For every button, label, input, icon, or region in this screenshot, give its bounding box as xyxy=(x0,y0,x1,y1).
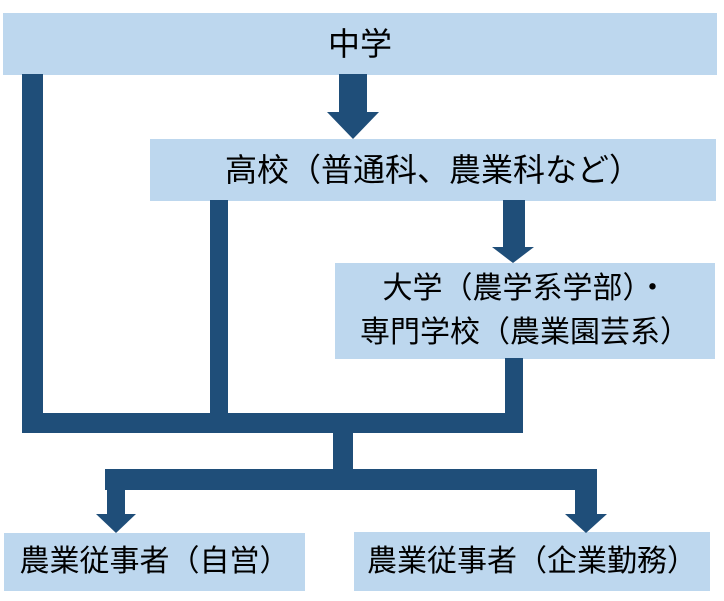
connector-high-school-drop xyxy=(210,200,228,433)
connector-merge-bar xyxy=(22,413,523,433)
arrow-down-icon xyxy=(96,514,136,533)
connector-split-bar xyxy=(105,469,597,490)
arrow-down-icon xyxy=(565,514,607,533)
node-farmer-self-employed: 農業従事者（自営） xyxy=(4,533,305,591)
node-university-label-line1: 大学（農学系学部）・ xyxy=(382,272,668,305)
arrow-high-to-university-shaft xyxy=(503,200,525,249)
node-university-vocational: 大学（農学系学部）・ 専門学校（農業園芸系） xyxy=(335,263,715,359)
connector-middle-drop xyxy=(333,433,353,470)
arrow-middle-to-high-shaft xyxy=(339,74,367,114)
node-middle-school: 中学 xyxy=(3,13,717,75)
arrow-down-icon xyxy=(492,247,534,263)
arrow-to-farmer-company-shaft xyxy=(575,489,597,517)
node-university-label-line2: 専門学校（農業園芸系） xyxy=(360,316,690,349)
node-high-school: 高校（普通科、農業科など） xyxy=(150,139,716,201)
node-farmer-company: 農業従事者（企業勤務） xyxy=(354,532,710,591)
connector-middle-school-bypass xyxy=(22,74,43,433)
node-farmer-company-label: 農業従事者（企業勤務） xyxy=(367,544,697,578)
arrow-to-farmer-self-shaft xyxy=(107,489,125,516)
node-farmer-self-employed-label: 農業従事者（自営） xyxy=(19,545,290,579)
arrow-down-icon xyxy=(327,112,379,139)
node-middle-school-label: 中学 xyxy=(327,26,392,62)
node-high-school-label: 高校（普通科、農業科など） xyxy=(224,152,641,188)
